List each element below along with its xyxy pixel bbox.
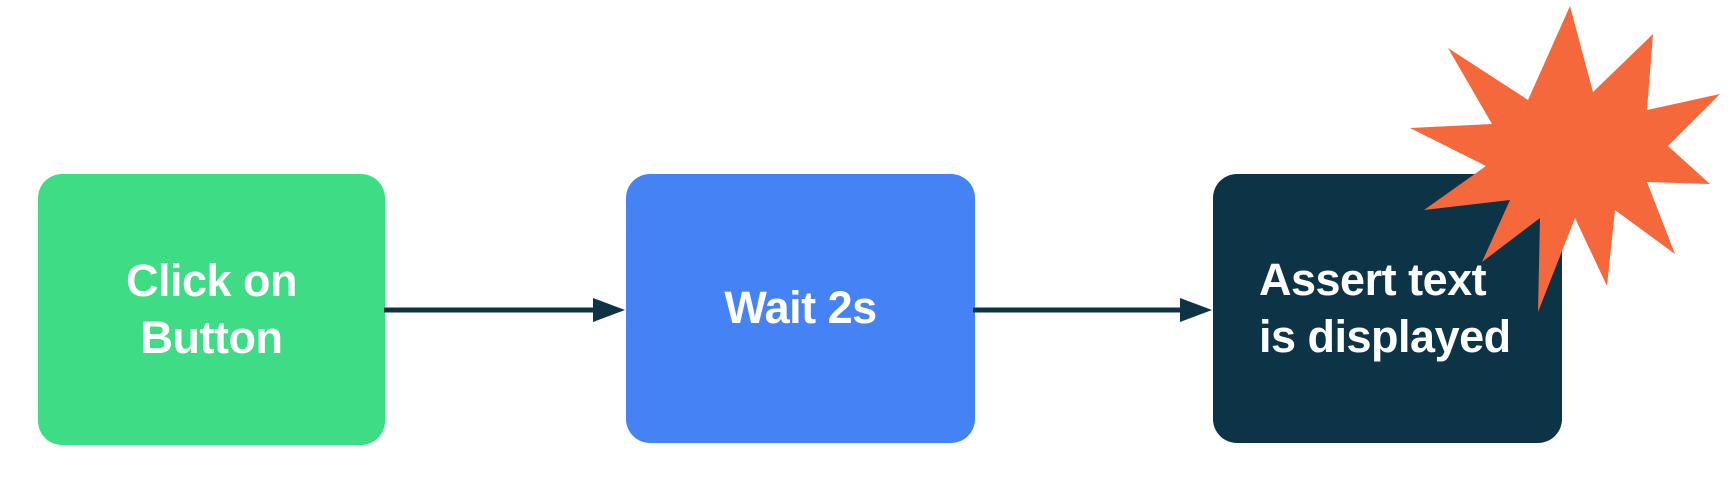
starburst-icon (1410, 6, 1720, 312)
flow-node-label: Assert text is displayed (1259, 254, 1511, 362)
flow-node-label: Wait 2s (724, 282, 877, 334)
connector-click-to-wait (384, 290, 628, 330)
connector-wait-to-assert (973, 290, 1215, 330)
flow-node-wait-2s[interactable]: Wait 2s (626, 174, 975, 443)
flow-node-label: Click on Button (125, 255, 298, 363)
flow-node-click-on-button[interactable]: Click on Button (38, 174, 385, 445)
